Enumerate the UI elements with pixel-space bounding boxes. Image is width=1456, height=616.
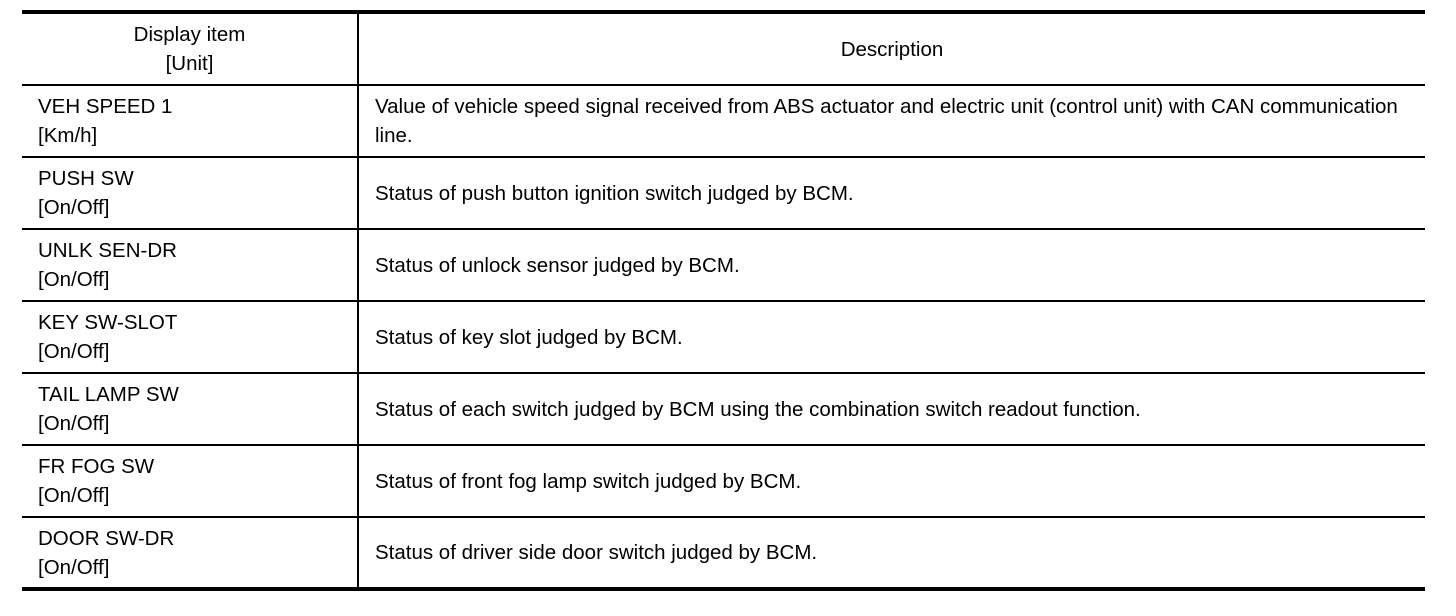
description-cell: Status of each switch judged by BCM usin… [358,372,1425,445]
description-cell: Status of key slot judged by BCM. [358,300,1425,373]
display-item-cell: FR FOG SW [On/Off] [22,444,359,517]
display-item-unit: [On/Off] [38,412,110,435]
display-item-unit: [On/Off] [38,268,110,291]
display-item-unit: [On/Off] [38,196,110,219]
description-cell: Value of vehicle speed signal received f… [375,95,1398,147]
description-cell: Status of push button ignition switch ju… [358,156,1425,229]
display-item-cell: UNLK SEN-DR [On/Off] [22,228,359,301]
table-body: VEH SPEED 1 [Km/h] Value of vehicle spee… [22,85,1425,589]
table-row: KEY SW-SLOT [On/Off] Status of key slot … [22,300,1425,373]
display-item-unit: [Km/h] [38,124,98,147]
description-cell: Status of driver side door switch judged… [358,516,1425,589]
display-item-name: KEY SW-SLOT [38,311,178,334]
header-display-item-label: Display item [133,23,246,46]
table-row: UNLK SEN-DR [On/Off] Status of unlock se… [22,228,1425,301]
display-item-unit: [On/Off] [38,340,110,363]
display-item-name: VEH SPEED 1 [38,95,173,118]
display-item-name: DOOR SW-DR [38,526,175,550]
display-item-cell: VEH SPEED 1 [Km/h] [22,85,359,157]
table-row: TAIL LAMP SW [On/Off] Status of each swi… [22,372,1425,445]
display-item-name: UNLK SEN-DR [38,239,177,262]
description-cell: Status of front fog lamp switch judged b… [358,444,1425,517]
table-header: Display item [Unit] Description [22,12,1425,86]
table-row: PUSH SW [On/Off] Status of push button i… [22,156,1425,229]
description-cell: Status of unlock sensor judged by BCM. [358,228,1425,301]
header-description: Description [358,12,1425,86]
table-row: VEH SPEED 1 [Km/h] Value of vehicle spee… [22,85,1425,157]
display-item-cell: PUSH SW [On/Off] [22,156,359,229]
header-row: Display item [Unit] Description [22,12,1425,86]
header-display-item: Display item [Unit] [22,12,359,86]
display-item-table: Display item [Unit] Description VEH SPEE… [22,10,1425,591]
display-item-table-container: Display item [Unit] Description VEH SPEE… [22,10,1425,591]
display-item-cell: DOOR SW-DR [On/Off] [22,516,359,589]
display-item-cell: KEY SW-SLOT [On/Off] [22,300,359,373]
display-item-name: FR FOG SW [38,455,155,478]
display-item-unit: [On/Off] [38,484,110,507]
table-row: DOOR SW-DR [On/Off] Status of driver sid… [22,516,1425,589]
table-row: FR FOG SW [On/Off] Status of front fog l… [22,444,1425,517]
display-item-cell: TAIL LAMP SW [On/Off] [22,372,359,445]
display-item-name: TAIL LAMP SW [38,383,179,406]
display-item-name: PUSH SW [38,167,134,190]
display-item-unit: [On/Off] [38,555,110,579]
header-unit-label: [Unit] [165,52,214,75]
